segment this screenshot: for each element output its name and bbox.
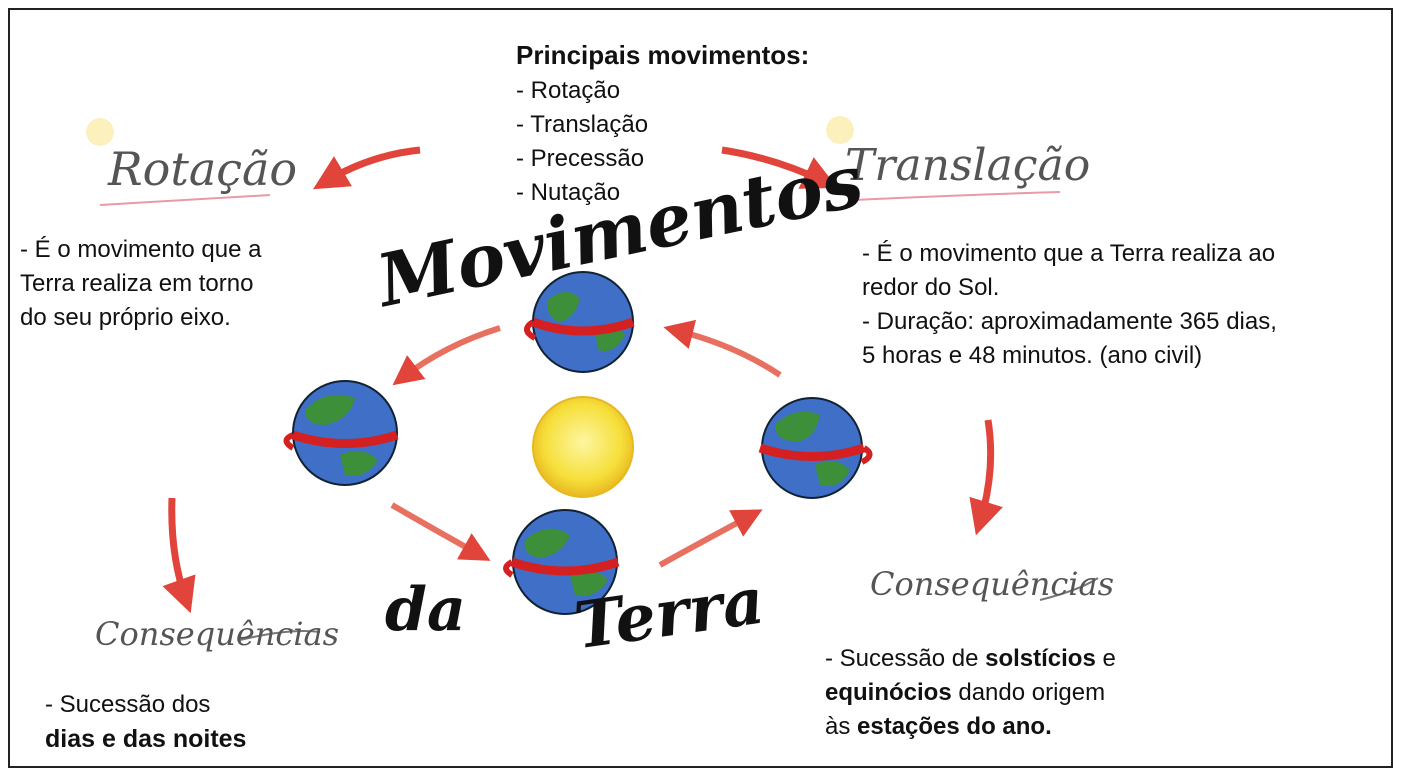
rotation-description: - É o movimento que a: [20, 236, 262, 263]
translation-title: Translação: [845, 140, 1091, 191]
main-list-item: - Nutação: [516, 179, 621, 206]
orbit-arrow-left-bottom: [390, 502, 491, 561]
sun: [532, 396, 634, 498]
text: às: [825, 713, 858, 740]
rotation-title-underline: [99, 194, 271, 206]
rotation-consequence-bold: dias e das noites: [45, 725, 247, 753]
text: dando origem: [951, 679, 1106, 706]
bold-text: equinócios: [825, 679, 952, 706]
rotation-consequence-text: - Sucessão dos: [45, 691, 211, 718]
translation-consequence-line1: - Sucessão de solstícios e: [825, 642, 1116, 676]
text: e: [1095, 645, 1116, 672]
rotation-description: do seu próprio eixo.: [20, 304, 231, 331]
translation-consequences-label: Consequências: [870, 565, 1115, 603]
orbit-arrow-right-top: [663, 319, 782, 378]
translation-description: - Duração: aproximadamente 365 dias,: [862, 308, 1277, 335]
translation-description: - É o movimento que a Terra realiza ao: [862, 240, 1276, 267]
orbit-arrow-bottom-right: [658, 509, 763, 568]
text: - Sucessão de: [825, 645, 986, 672]
rotation-description: Terra realiza em torno: [20, 270, 254, 297]
translation-title-underline: [854, 191, 1061, 201]
earth-bottom: [503, 509, 620, 615]
translation-description: 5 horas e 48 minutos. (ano civil): [862, 342, 1203, 369]
main-list-heading: Principais movimentos:: [516, 40, 810, 70]
main-list-item: - Precessão: [516, 145, 645, 172]
orbit-arrow-top-left: [392, 325, 501, 386]
arrow-to-translation: [721, 146, 838, 189]
sparkle-translation: [826, 116, 854, 144]
translation-description: redor do Sol.: [862, 274, 1000, 301]
main-list-item: - Rotação: [516, 77, 621, 104]
bold-text: estações do ano.: [857, 713, 1052, 740]
rotation-consequences-label: Consequências: [95, 615, 340, 653]
center-title-line2: da: [385, 575, 466, 645]
sparkle-rotation: [86, 118, 114, 146]
rotation-title: Rotação: [108, 142, 298, 196]
arrow-to-rotation: [312, 146, 421, 190]
earth-top: [524, 271, 635, 373]
translation-consequences-underline: [1039, 577, 1099, 601]
bold-text: solstícios: [985, 645, 1096, 672]
arrow-rotation-consequences: [162, 497, 196, 614]
earth-right: [758, 397, 873, 499]
translation-consequence-line2: equinócios dando origem: [825, 676, 1105, 710]
translation-consequence-line3: às estações do ano.: [825, 710, 1052, 744]
main-list-item: - Translação: [516, 111, 649, 138]
arrow-translation-consequences: [969, 419, 1003, 536]
earth-left: [283, 380, 399, 486]
rotation-consequences-underline: [239, 630, 321, 641]
